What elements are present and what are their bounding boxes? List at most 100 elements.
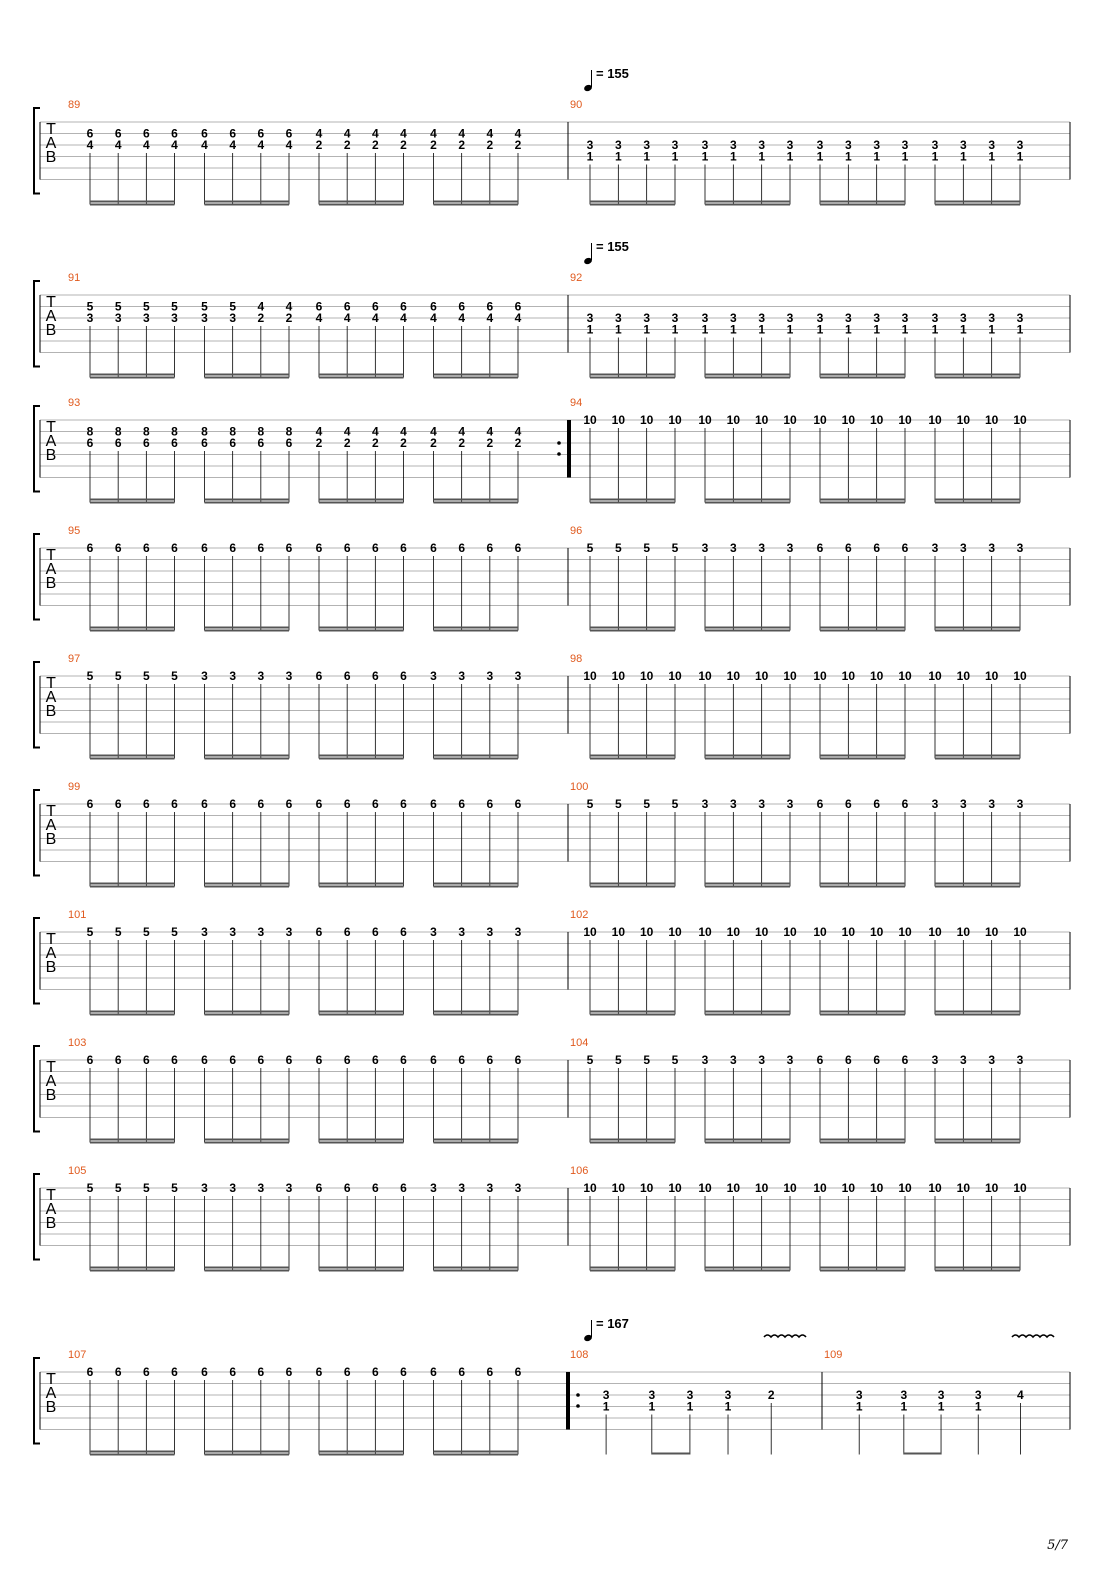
fret-number: 3 — [787, 1053, 794, 1067]
fret-number: 8 — [257, 425, 264, 439]
beam — [319, 1138, 404, 1141]
fret-number: 1 — [988, 150, 995, 164]
fret-number: 1 — [730, 150, 737, 164]
fret-number: 6 — [515, 300, 522, 314]
fret-number: 2 — [430, 436, 437, 450]
beam — [204, 376, 289, 379]
fret-number: 3 — [702, 311, 709, 325]
fret-number: 1 — [725, 1400, 732, 1414]
fret-number: 1 — [787, 323, 794, 337]
beam — [204, 1013, 289, 1016]
beam — [433, 200, 518, 203]
fret-number: 6 — [143, 797, 150, 811]
fret-number: 2 — [316, 138, 323, 152]
fret-number: 3 — [702, 541, 709, 555]
measure-number: 109 — [824, 1349, 842, 1361]
fret-number: 6 — [115, 797, 122, 811]
fret-number: 5 — [672, 797, 679, 811]
fret-number: 1 — [817, 150, 824, 164]
fret-number: 3 — [229, 311, 236, 325]
tab-clef-letter: T — [46, 1371, 56, 1388]
system-bracket — [33, 533, 40, 621]
fret-number: 1 — [603, 1400, 610, 1414]
beam — [433, 885, 518, 888]
fret-number: 3 — [1017, 138, 1024, 152]
fret-number: 6 — [171, 127, 178, 141]
beam — [705, 1013, 790, 1016]
fret-number: 1 — [672, 323, 679, 337]
fret-number: 10 — [1013, 1181, 1027, 1195]
fret-number: 3 — [730, 311, 737, 325]
fret-number: 2 — [400, 138, 407, 152]
fret-number: 3 — [1017, 1053, 1024, 1067]
fret-number: 10 — [957, 925, 971, 939]
beam — [319, 757, 404, 760]
fret-number: 3 — [486, 925, 493, 939]
fret-number: 5 — [115, 1181, 122, 1195]
fret-number: 6 — [344, 1365, 351, 1379]
fret-number: 8 — [201, 425, 208, 439]
fret-number: 3 — [988, 311, 995, 325]
system-bracket — [33, 1045, 40, 1133]
fret-number: 2 — [257, 311, 264, 325]
beam — [935, 1269, 1020, 1272]
beam — [590, 501, 675, 504]
fret-number: 1 — [587, 323, 594, 337]
fret-number: 6 — [257, 127, 264, 141]
fret-number: 3 — [201, 925, 208, 939]
fret-number: 10 — [698, 1181, 712, 1195]
fret-number: 3 — [458, 669, 465, 683]
fret-number: 2 — [768, 1388, 775, 1402]
fret-number: 3 — [960, 311, 967, 325]
fret-number: 3 — [817, 138, 824, 152]
beam — [590, 757, 675, 760]
beam — [204, 1450, 289, 1453]
fret-number: 1 — [845, 150, 852, 164]
beam — [319, 882, 404, 885]
beam — [705, 203, 790, 206]
fret-number: 6 — [257, 541, 264, 555]
fret-number: 3 — [643, 311, 650, 325]
beam — [319, 754, 404, 757]
fret-number: 10 — [783, 669, 797, 683]
fret-number: 1 — [988, 323, 995, 337]
fret-number: 6 — [515, 797, 522, 811]
beam — [820, 629, 905, 632]
fret-number: 6 — [817, 1053, 824, 1067]
fret-number: 6 — [817, 797, 824, 811]
fret-number: 10 — [612, 1181, 626, 1195]
fret-number: 3 — [932, 1053, 939, 1067]
beam — [705, 1269, 790, 1272]
fret-number: 10 — [640, 925, 654, 939]
tab-clef-letter: B — [46, 447, 57, 464]
system-bracket — [33, 789, 40, 877]
tab-clef-letter: T — [46, 931, 56, 948]
beam — [204, 1266, 289, 1269]
fret-number: 5 — [115, 669, 122, 683]
fret-number: 3 — [873, 311, 880, 325]
beam — [433, 1453, 518, 1456]
beam — [705, 629, 790, 632]
fret-number: 2 — [372, 436, 379, 450]
beam — [90, 1141, 175, 1144]
beam — [590, 882, 675, 885]
fret-number: 6 — [515, 1053, 522, 1067]
beam — [90, 203, 175, 206]
fret-number: 2 — [515, 138, 522, 152]
fret-number: 1 — [702, 150, 709, 164]
staff-svg: TAB9153535353535342426464646464646464923… — [33, 239, 1071, 379]
beam — [204, 203, 289, 206]
fret-number: 6 — [229, 797, 236, 811]
fret-number: 10 — [698, 413, 712, 427]
fret-number: 4 — [171, 138, 178, 152]
fret-number: 1 — [975, 1400, 982, 1414]
fret-number: 3 — [856, 1388, 863, 1402]
system-bracket — [33, 107, 40, 195]
fret-number: 1 — [938, 1400, 945, 1414]
tempo-marking: = 155 — [596, 239, 629, 254]
fret-number: 6 — [344, 541, 351, 555]
beam — [433, 203, 518, 206]
beam — [319, 1450, 404, 1453]
